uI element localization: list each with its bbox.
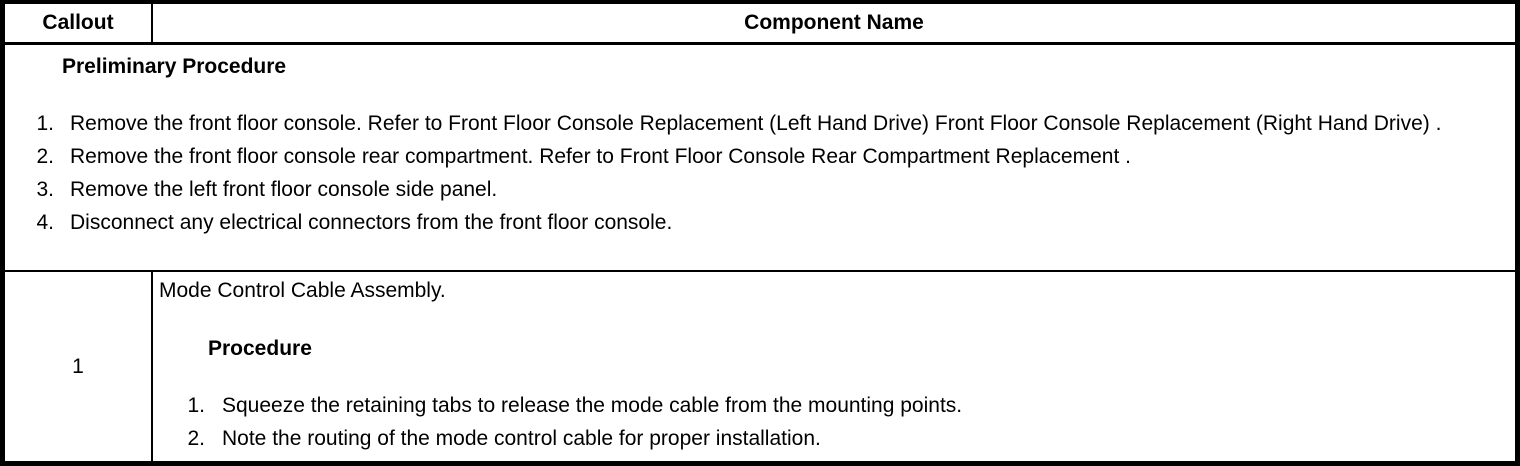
preliminary-procedure-title: Preliminary Procedure <box>62 55 287 78</box>
step-text: Note the routing of the mode control cab… <box>222 427 821 450</box>
list-item: 2. Remove the front floor console rear c… <box>5 140 1515 173</box>
table-header-row: Callout Component Name <box>5 4 1515 45</box>
preliminary-procedure-row: Preliminary Procedure 1. Remove the fron… <box>5 45 1515 272</box>
list-item: 2. Note the routing of the mode control … <box>159 422 1505 455</box>
step-text: Remove the front floor console. Refer to… <box>70 112 1442 135</box>
step-number: 2. <box>187 427 205 450</box>
table-row: 1 Mode Control Cable Assembly. Procedure… <box>5 272 1515 461</box>
step-text: Remove the front floor console rear comp… <box>70 145 1131 168</box>
component-cell: Mode Control Cable Assembly. Procedure 1… <box>153 272 1515 461</box>
callout-header-cell: Callout <box>5 4 153 42</box>
list-item: 3. Remove the left front floor console s… <box>5 173 1515 206</box>
step-text: Squeeze the retaining tabs to release th… <box>222 394 963 417</box>
callout-number: 1 <box>72 354 84 378</box>
step-text: Remove the left front floor console side… <box>70 178 498 201</box>
step-number: 1. <box>187 394 205 417</box>
list-item: 1. Remove the front floor console. Refer… <box>5 107 1515 140</box>
component-name-header-cell: Component Name <box>153 4 1515 42</box>
component-name-header-label: Component Name <box>744 11 924 34</box>
list-item: 1. Squeeze the retaining tabs to release… <box>159 389 1505 422</box>
step-number: 4. <box>36 211 54 234</box>
step-number: 3. <box>36 178 54 201</box>
procedure-steps-list: 1. Squeeze the retaining tabs to release… <box>159 389 1505 455</box>
callout-header-label: Callout <box>42 11 114 34</box>
step-number: 2. <box>36 145 54 168</box>
step-text: Disconnect any electrical connectors fro… <box>70 211 673 234</box>
component-name: Mode Control Cable Assembly. <box>159 279 446 302</box>
callout-cell: 1 <box>5 272 153 461</box>
step-number: 1. <box>36 112 54 135</box>
list-item: 4. Disconnect any electrical connectors … <box>5 206 1515 239</box>
procedure-title: Procedure <box>208 337 312 360</box>
preliminary-steps-list: 1. Remove the front floor console. Refer… <box>5 107 1515 239</box>
